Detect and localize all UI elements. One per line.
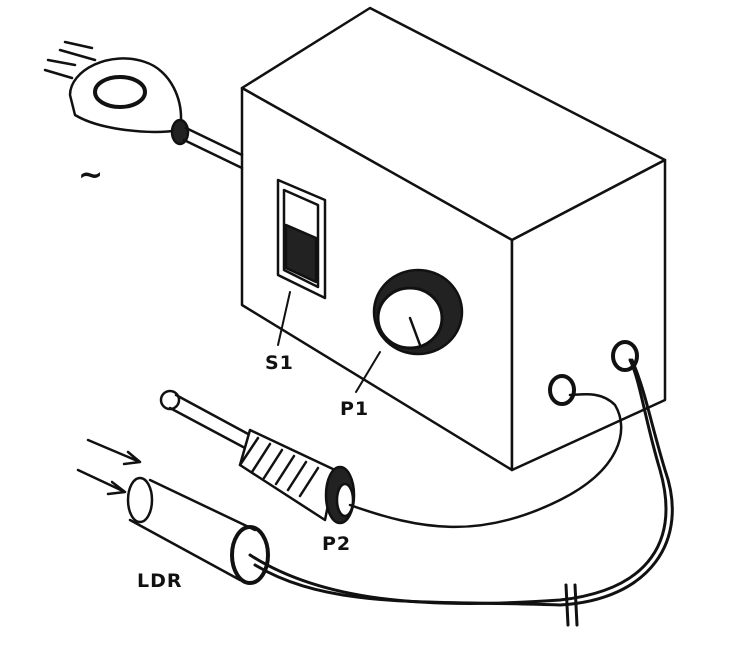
mains-plug [43, 40, 244, 170]
knob-p1 [372, 268, 464, 356]
switch-s1 [276, 178, 327, 300]
s1-leader [277, 291, 291, 346]
capacitor-symbol [564, 583, 579, 627]
light-arrows-icon [76, 438, 142, 496]
ac-symbol-label: ~ [78, 158, 105, 193]
jack-sockets [548, 340, 639, 406]
p1-leader [355, 351, 381, 393]
p2-label: P2 [322, 533, 352, 555]
ldr-label: LDR [137, 570, 183, 592]
audio-jack-p2 [159, 389, 623, 529]
p1-label: P1 [340, 398, 370, 420]
s1-label: S1 [265, 352, 294, 374]
ldr-sensor [126, 358, 674, 607]
